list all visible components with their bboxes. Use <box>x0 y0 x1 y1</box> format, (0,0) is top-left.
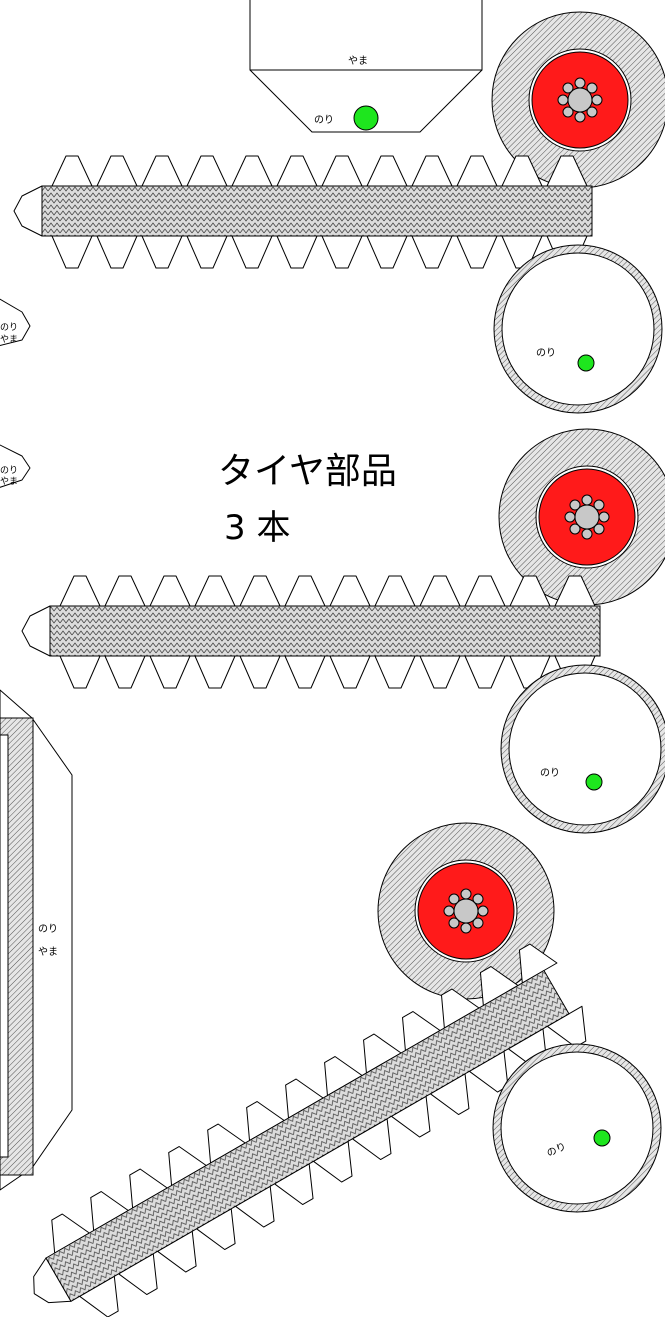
bolt-circle-icon <box>598 511 610 523</box>
bolt-circle-icon <box>593 499 605 511</box>
side-panel-fold-label: やま <box>38 946 58 958</box>
wheel-face-2 <box>498 428 665 606</box>
tread-strip-3 <box>33 943 587 1317</box>
bolt-circle-icon <box>574 77 586 89</box>
bolt-circle-icon <box>586 82 598 94</box>
green-dot-icon <box>577 354 595 372</box>
tread-tooth <box>141 235 183 269</box>
tread-tooth <box>149 575 191 607</box>
tread-tooth <box>276 235 318 269</box>
page-title: タイヤ部品 <box>218 451 397 492</box>
tread-strip-1 <box>13 155 593 269</box>
bolt-circle-icon <box>472 893 484 905</box>
bolt-circle-icon <box>460 888 472 900</box>
tread-tooth <box>104 575 146 607</box>
tread-tooth <box>239 655 281 689</box>
tread-tooth <box>366 155 408 187</box>
tread-tooth <box>329 655 371 689</box>
bolt-circle-icon <box>557 94 569 106</box>
bolt-circle-icon <box>581 528 593 540</box>
wheel-back-3: のり <box>492 1043 662 1213</box>
bolt-circle-icon <box>586 106 598 118</box>
bolt-circle-icon <box>562 82 574 94</box>
tread-tooth <box>194 655 236 689</box>
tread-tooth <box>231 235 273 269</box>
tread-tooth <box>284 575 326 607</box>
tread-tooth <box>374 575 416 607</box>
side-panel: のり やま <box>0 689 73 1191</box>
bolt-circle-icon <box>593 523 605 535</box>
svg-text:やま: やま <box>0 334 18 345</box>
bolt-circle-icon <box>581 494 593 506</box>
bolt-circle-icon <box>569 523 581 535</box>
tread-tooth <box>546 1005 587 1048</box>
green-dot-icon <box>353 105 379 131</box>
bolt-circle-icon <box>477 905 489 917</box>
tread-tooth <box>231 155 273 187</box>
tread-tooth <box>149 655 191 689</box>
tread-tooth <box>51 155 93 187</box>
green-dot-icon <box>593 1129 611 1147</box>
tread-tooth <box>366 235 408 269</box>
tread-tooth <box>321 155 363 187</box>
tread-tooth <box>456 155 498 187</box>
wheel-back-1-glue-label: のり <box>536 347 556 359</box>
wheel-back-2-glue-label: のり <box>540 767 560 779</box>
tread-tooth <box>321 235 363 269</box>
tread-tooth <box>186 155 228 187</box>
bolt-circle-icon <box>472 917 484 929</box>
wheel-back-1: のり <box>493 244 663 414</box>
wheel-face-3 <box>377 822 555 1000</box>
tread-tooth <box>96 235 138 269</box>
tread-tooth <box>104 655 146 689</box>
tread-tooth <box>419 655 461 689</box>
tread-tooth <box>59 655 101 689</box>
bolt-circle-icon <box>574 111 586 123</box>
side-panel-glue-label: のり <box>38 923 58 935</box>
bolt-circle-icon <box>562 106 574 118</box>
bolt-circle-icon <box>564 511 576 523</box>
tread-tooth <box>456 235 498 269</box>
tread-tooth <box>464 655 506 689</box>
top-flap-glue-label: のり <box>314 114 334 126</box>
tread-tooth <box>96 155 138 187</box>
tread-tooth <box>464 575 506 607</box>
tread-tooth <box>411 235 453 269</box>
svg-text:のり: のり <box>0 465 18 476</box>
green-dot-icon <box>585 773 603 791</box>
bolt-circle-icon <box>591 94 603 106</box>
tread-strip-2 <box>21 575 601 689</box>
top-flap-fold-label: やま <box>348 55 368 67</box>
tread-tooth <box>419 575 461 607</box>
tread-tooth <box>239 575 281 607</box>
bolt-circle-icon <box>443 905 455 917</box>
tread-tooth <box>518 943 558 984</box>
bolt-circle-icon <box>448 893 460 905</box>
tread-tooth <box>141 155 183 187</box>
tread-tooth <box>59 575 101 607</box>
tread-tooth <box>411 155 453 187</box>
tread-tooth <box>329 575 371 607</box>
bolt-circle-icon <box>460 922 472 934</box>
tread-tooth <box>51 235 93 269</box>
tread-tooth <box>194 575 236 607</box>
tread-tooth <box>374 655 416 689</box>
svg-text:やま: やま <box>0 476 18 487</box>
page-subtitle: 3 本 <box>224 508 290 548</box>
top-flap: やま のり <box>249 0 483 133</box>
small-flap-1: のり やま <box>0 298 31 347</box>
small-flap-2: のり やま <box>0 444 31 488</box>
tread-tooth <box>186 235 228 269</box>
bolt-circle-icon <box>569 499 581 511</box>
wheel-back-2: のり <box>500 664 665 834</box>
bolt-circle-icon <box>448 917 460 929</box>
svg-text:のり: のり <box>0 322 18 333</box>
tread-tooth <box>284 655 326 689</box>
tread-tooth <box>276 155 318 187</box>
